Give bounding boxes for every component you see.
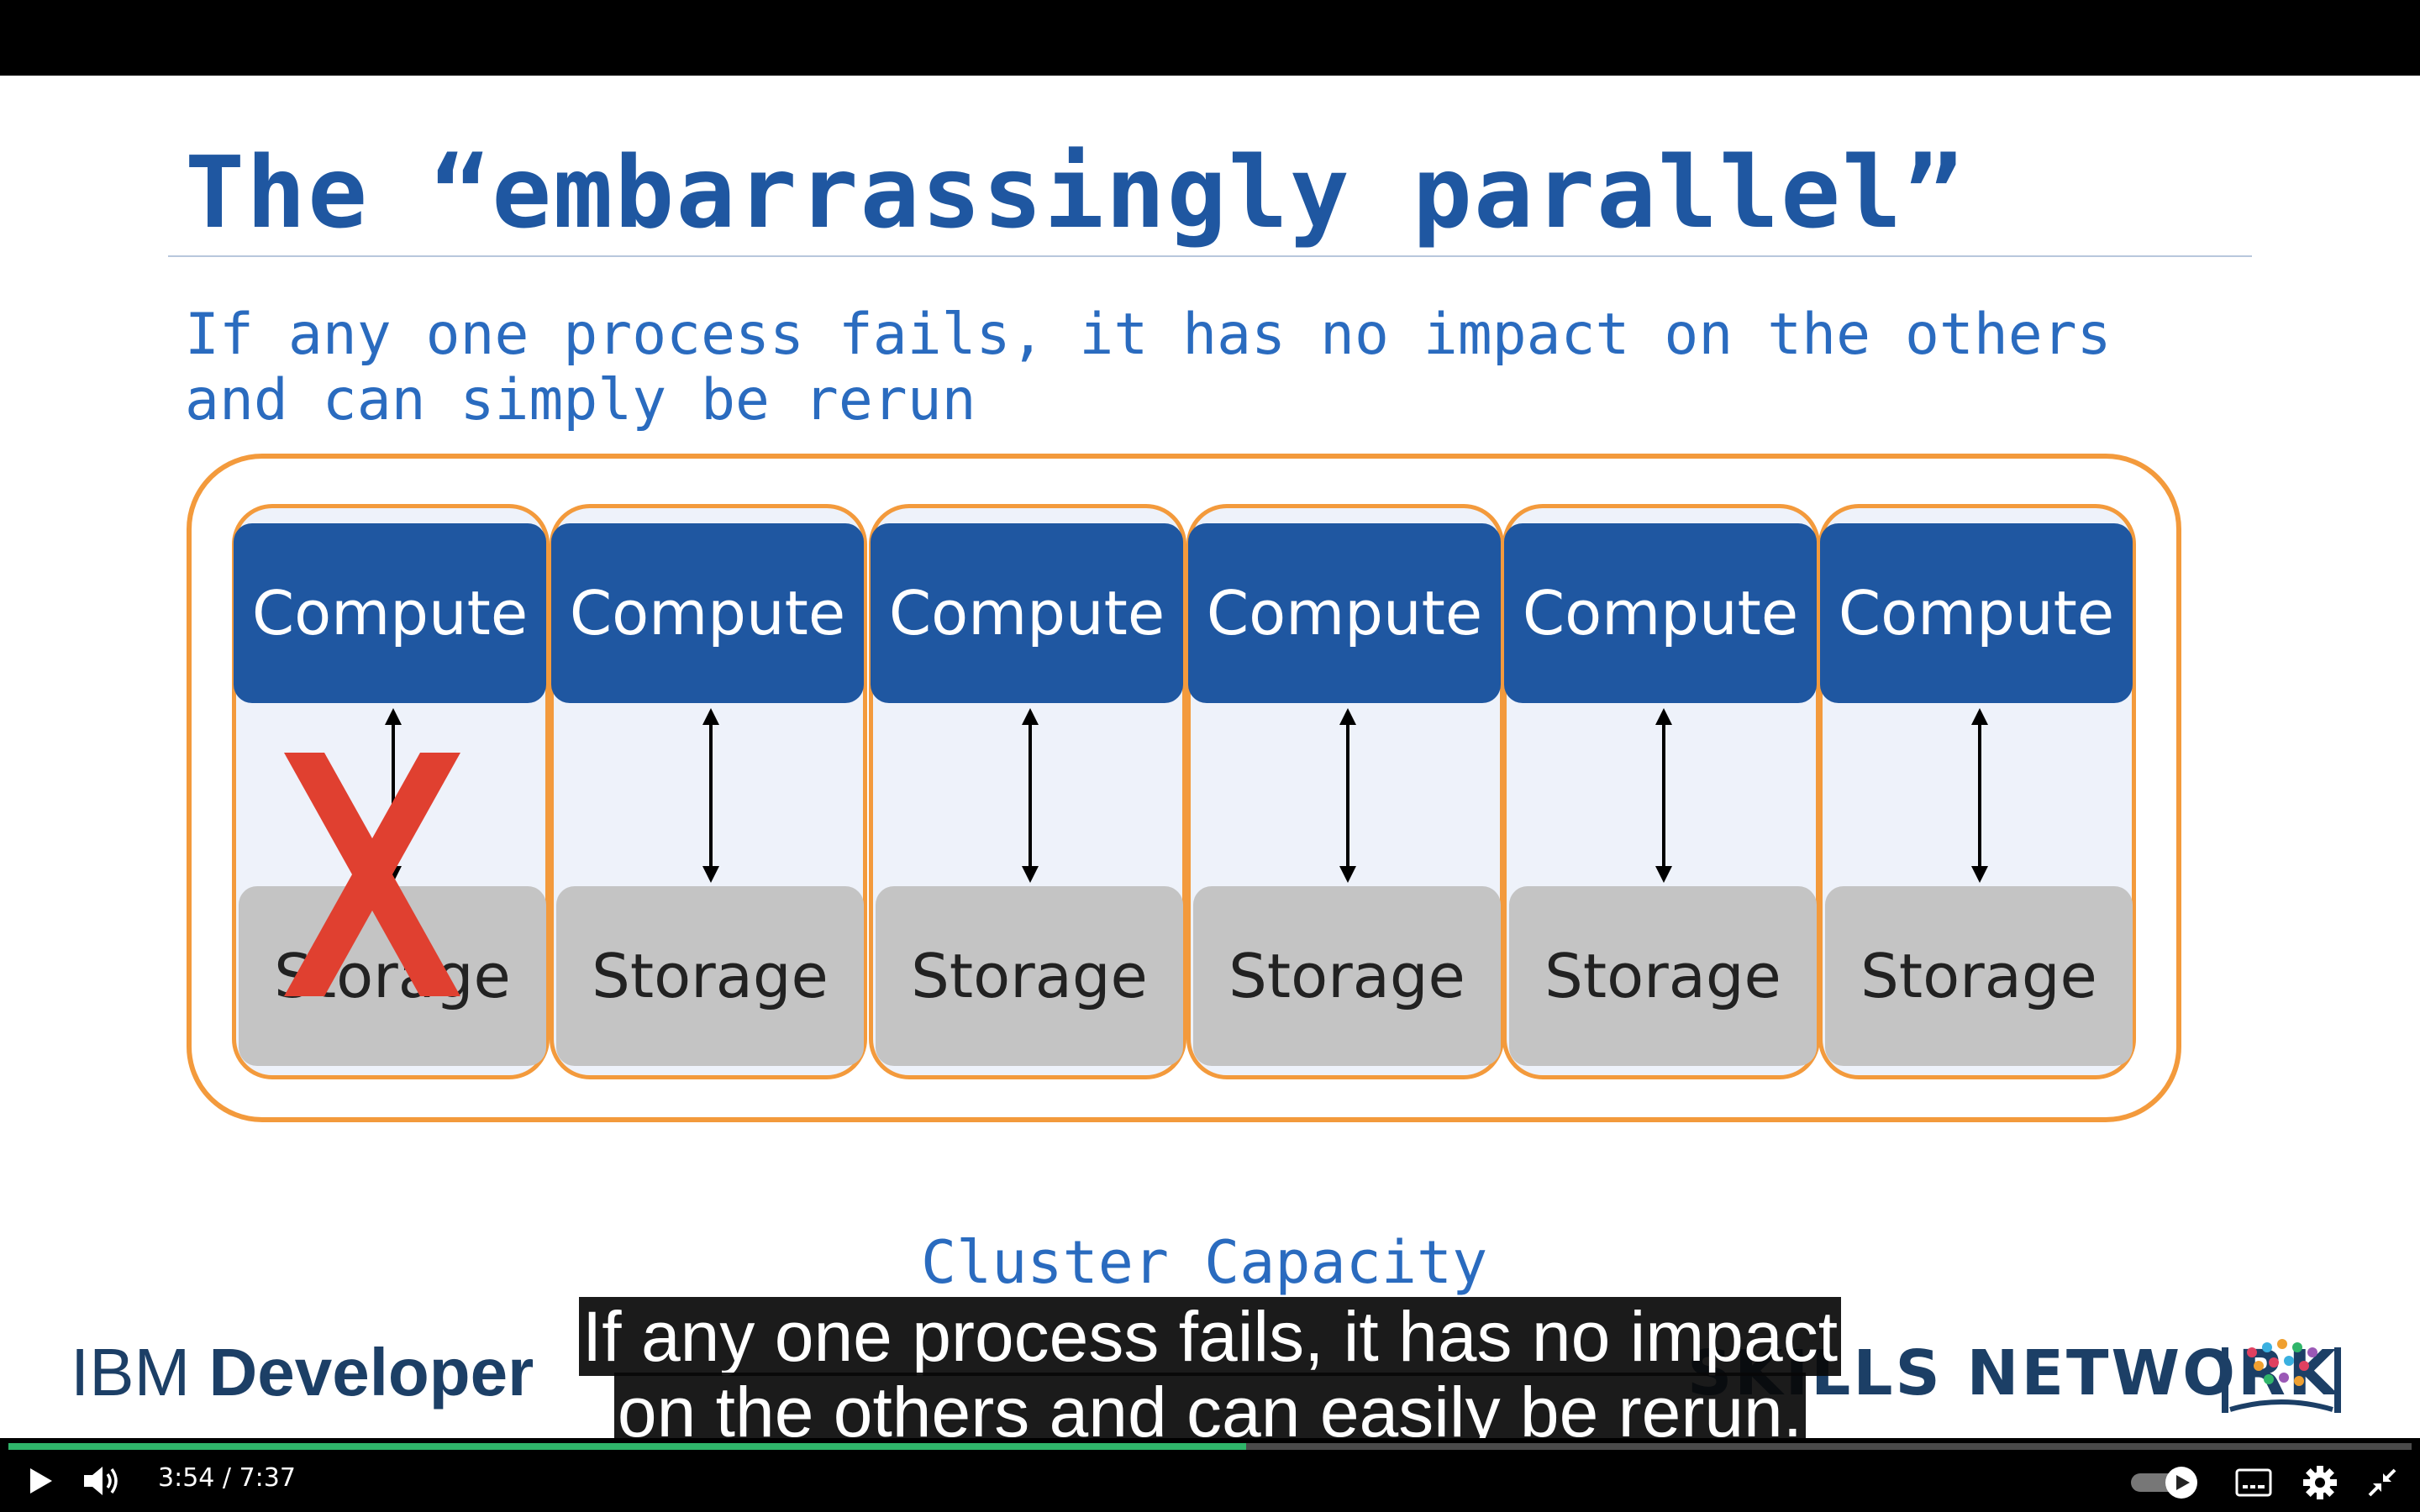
node-1: Compute Storage [232,504,550,1079]
storage-block: Storage [1825,886,2133,1066]
title-divider [168,255,2252,257]
cluster-capacity-label: Cluster Capacity [921,1228,1488,1297]
compute-block: Compute [234,523,546,703]
storage-block: Storage [556,886,864,1066]
play-icon[interactable] [27,1467,54,1495]
bidirectional-arrow-icon [1022,708,1039,883]
node-5: Compute Storage [1502,504,1820,1079]
compute-block: Compute [1188,523,1501,703]
slide-title: The “embarrassingly parallel” [185,134,1965,250]
bidirectional-arrow-icon [702,708,719,883]
exit-fullscreen-icon[interactable] [2366,1467,2398,1499]
progress-bar-fill [8,1443,1246,1450]
top-black-bar [0,0,2420,76]
volume-icon[interactable] [82,1465,121,1497]
current-time: 3:54 [158,1463,215,1493]
bidirectional-arrow-icon [1971,708,1988,883]
books-logo-icon [2222,1339,2341,1413]
compute-block: Compute [1820,523,2133,703]
compute-block: Compute [551,523,864,703]
storage-block: Storage [876,886,1183,1066]
failure-x-icon [284,753,460,996]
progress-bar[interactable] [8,1443,2412,1450]
ibm-brand-light: IBM [71,1335,209,1410]
node-3: Compute Storage [869,504,1186,1079]
player-controls [0,1438,2420,1512]
node-2: Compute Storage [550,504,867,1079]
compute-block: Compute [1504,523,1817,703]
ibm-brand-bold: Developer [208,1335,534,1410]
time-display: 3:54 / 7:37 [158,1463,296,1493]
ibm-developer-logo: IBM Developer [71,1334,534,1411]
node-6: Compute Storage [1818,504,2136,1079]
node-4: Compute Storage [1186,504,1504,1079]
duration: 7:37 [239,1463,296,1493]
caption-line-1: If any one process fails, it has no impa… [578,1297,1842,1376]
storage-block: Storage [1193,886,1501,1066]
subtitle-line-1: If any one process fails, it has no impa… [185,302,2112,368]
bidirectional-arrow-icon [1655,708,1672,883]
slide-subtitle: If any one process fails, it has no impa… [185,302,2286,433]
bidirectional-arrow-icon [1339,708,1356,883]
captions-icon[interactable] [2235,1468,2272,1497]
autoplay-toggle[interactable] [2129,1465,2200,1500]
storage-block: Storage [1509,886,1817,1066]
compute-block: Compute [871,523,1183,703]
subtitle-line-2: and can simply be rerun [185,367,976,433]
closed-caption: If any one process fails, it has no impa… [0,1297,2420,1452]
time-separator: / [222,1463,232,1493]
settings-icon[interactable] [2302,1465,2338,1500]
cluster-outline [187,454,2181,1122]
